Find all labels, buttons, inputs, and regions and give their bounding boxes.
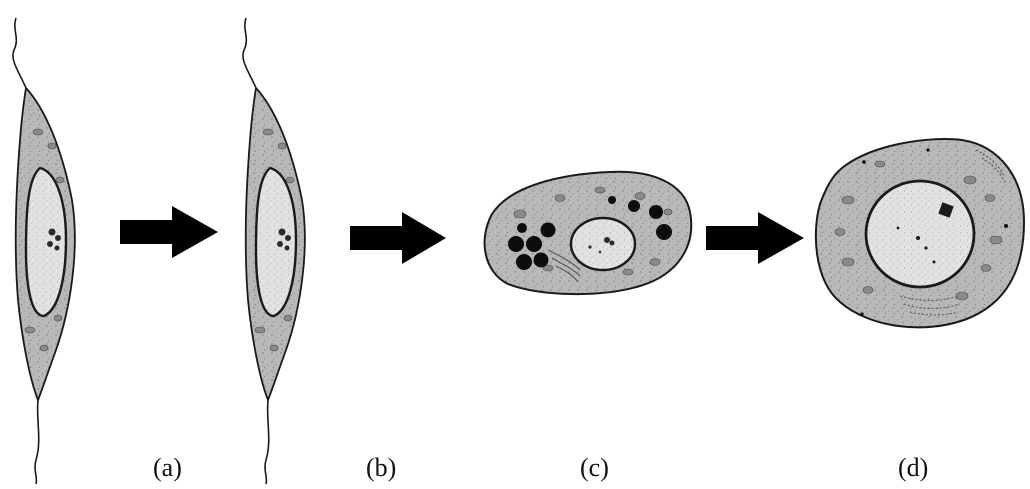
nucleus-d — [866, 181, 974, 287]
nucleus-a — [26, 168, 66, 316]
cell-process-bottom-b — [265, 400, 269, 484]
round-cell-d — [816, 139, 1024, 327]
ovoid-cell-c — [485, 172, 692, 294]
nucleus-c — [571, 218, 635, 270]
cell-process-top-a — [13, 18, 26, 88]
cell-process-bottom-a — [35, 400, 39, 484]
stage-label-c: (c) — [580, 455, 609, 481]
cell-process-top-b — [243, 18, 256, 88]
nucleus-b — [256, 168, 296, 316]
arrow-right-icon — [120, 206, 218, 258]
spindle-cell-b — [243, 18, 305, 484]
stage-label-b: (b) — [366, 455, 396, 481]
stage-label-d: (d) — [898, 455, 928, 481]
arrow-right-icon — [706, 212, 804, 264]
spindle-cell-a — [13, 18, 75, 484]
arrow-right-icon — [350, 212, 446, 264]
stage-label-a: (a) — [153, 455, 182, 481]
